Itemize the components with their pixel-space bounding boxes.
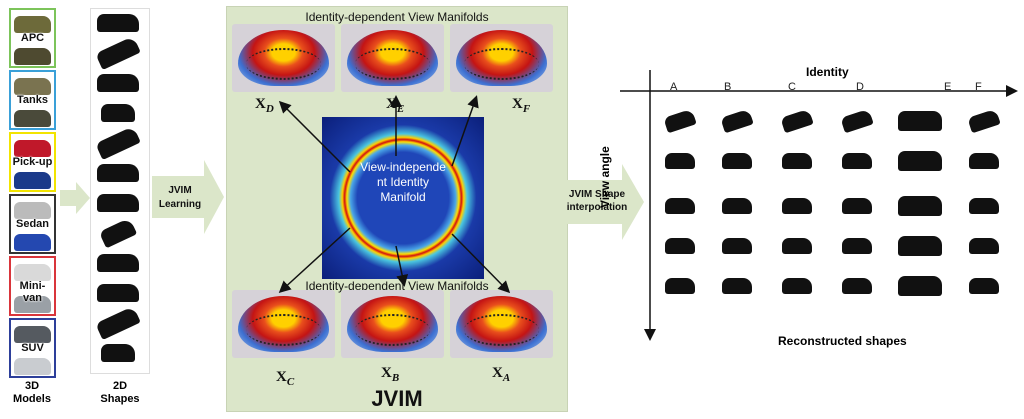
reconstructed-shape xyxy=(782,278,812,294)
x-label-b: XB xyxy=(381,365,400,384)
reconstructed-shape xyxy=(969,278,999,294)
models-label: 3D Models xyxy=(13,380,51,405)
view-manifold-b xyxy=(341,290,444,358)
view-manifold-f xyxy=(450,24,553,92)
reconstructed-shape xyxy=(898,151,942,171)
shape-silhouette xyxy=(97,284,139,302)
learning-arrow-label: JVIM Learning xyxy=(158,185,202,210)
reconstructed-shape xyxy=(969,153,999,169)
top-manifolds-title: Identity-dependent View Manifolds xyxy=(305,10,489,24)
reconstructed-shape xyxy=(722,238,752,254)
jvim-interp-arrow: JVIM Shape interpolation xyxy=(562,164,644,240)
view-angle-axis-label: View angle xyxy=(598,146,612,208)
x-label-d: XD xyxy=(255,96,274,115)
shape-silhouette xyxy=(101,344,135,362)
x-label-a: XA xyxy=(492,365,511,384)
reconstructed-shape xyxy=(842,198,872,214)
interp-arrow-label: JVIM Shape interpolation xyxy=(566,189,628,213)
reconstructed-shape xyxy=(969,198,999,214)
reconstructed-shape xyxy=(722,198,752,214)
car-model-icon xyxy=(14,78,51,95)
shape-silhouette xyxy=(101,104,135,122)
category-label: Sedan xyxy=(15,218,49,230)
car-model-icon xyxy=(14,264,51,281)
category-apc: APC xyxy=(9,8,56,68)
identity-manifold-text: View-independe nt Identity Manifold xyxy=(360,160,446,204)
identity-column-a: A xyxy=(670,81,678,93)
reconstructed-shape xyxy=(898,276,942,296)
identity-axis-label: Identity xyxy=(806,65,849,79)
reconstructed-shape xyxy=(722,153,752,169)
identity-column-f: F xyxy=(975,81,982,93)
reconstructed-caption: Reconstructed shapes xyxy=(778,334,907,348)
x-label-f: XF xyxy=(512,96,531,115)
category-label: SUV xyxy=(21,342,44,354)
reconstructed-shape xyxy=(898,111,942,131)
category-pick-up: Pick-up xyxy=(9,132,56,192)
car-model-icon xyxy=(14,296,51,313)
manifold-arrows xyxy=(278,95,511,294)
category-label: Pick-up xyxy=(12,156,53,168)
identity-column-d: D xyxy=(856,81,864,93)
car-model-icon xyxy=(14,326,51,343)
car-model-icon xyxy=(14,172,51,189)
category-label: APC xyxy=(20,32,45,44)
x-label-c: XC xyxy=(276,369,295,388)
reconstructed-shape xyxy=(665,198,695,214)
identity-manifold xyxy=(322,117,484,279)
learning-arrow-shape xyxy=(152,160,224,234)
identity-column-e: E xyxy=(944,81,952,93)
interp-arrow-shape xyxy=(562,164,644,240)
category-suv: SUV xyxy=(9,318,56,378)
reconstructed-shape xyxy=(898,236,942,256)
view-manifold-a xyxy=(450,290,553,358)
shape-silhouette xyxy=(97,14,139,32)
category-sedan: Sedan xyxy=(9,194,56,254)
shape-silhouette xyxy=(97,164,139,182)
shape-silhouette xyxy=(97,254,139,272)
reconstructed-shape xyxy=(898,196,942,216)
reconstructed-shape xyxy=(842,278,872,294)
category-label: Tanks xyxy=(17,94,48,106)
car-model-icon xyxy=(14,110,51,127)
car-model-icon xyxy=(14,234,51,251)
car-model-icon xyxy=(14,358,51,375)
category-label: Mini-van xyxy=(19,280,46,304)
view-manifold-e xyxy=(341,24,444,92)
jvim-footer: JVIM xyxy=(371,386,423,411)
reconstructed-shape xyxy=(722,278,752,294)
category-mini-van: Mini-van xyxy=(9,256,56,316)
jvim-learning-arrow: JVIM Learning xyxy=(152,160,224,234)
reconstructed-shape xyxy=(665,238,695,254)
view-manifold-d xyxy=(232,24,335,92)
connector-arrow xyxy=(60,182,90,214)
identity-column-c: C xyxy=(788,81,796,93)
reconstructed-shape xyxy=(969,238,999,254)
reconstructed-shape xyxy=(665,278,695,294)
reconstructed-shape xyxy=(842,153,872,169)
identity-column-b: B xyxy=(724,81,732,93)
car-model-icon xyxy=(14,202,51,219)
reconstructed-shape xyxy=(782,238,812,254)
car-model-icon xyxy=(14,140,51,157)
shape-silhouette xyxy=(97,74,139,92)
reconstructed-shape xyxy=(782,153,812,169)
category-tanks: Tanks xyxy=(9,70,56,130)
shapes-label: 2D Shapes xyxy=(100,380,140,405)
view-manifold-c xyxy=(232,290,335,358)
grid-axes xyxy=(620,70,1018,341)
reconstructed-shape xyxy=(665,153,695,169)
shape-silhouette xyxy=(97,194,139,212)
car-model-icon xyxy=(14,16,51,33)
reconstructed-shape xyxy=(842,238,872,254)
car-model-icon xyxy=(14,48,51,65)
reconstructed-shape xyxy=(782,198,812,214)
